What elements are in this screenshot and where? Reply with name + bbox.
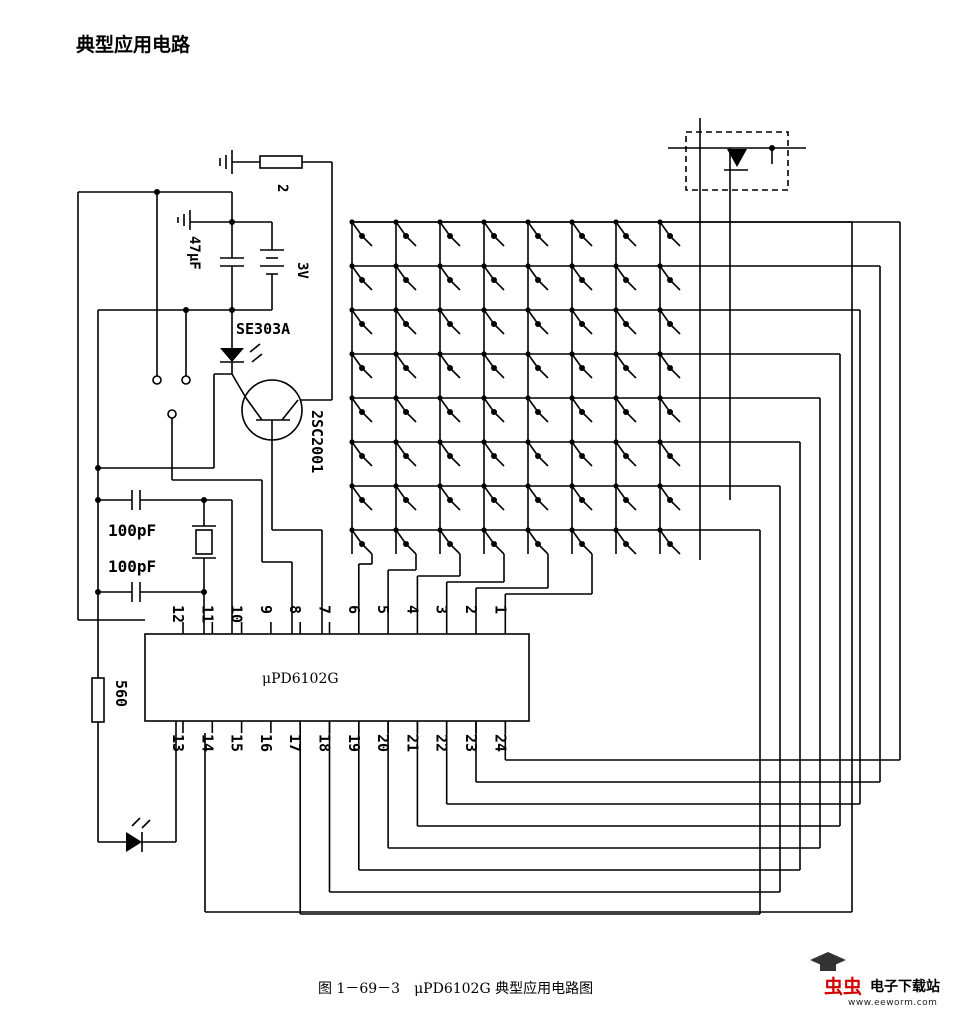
- ic-pin-label: 6: [345, 605, 363, 614]
- ic-pin-label: 15: [228, 734, 246, 752]
- watermark-url: www.eeworm.com: [848, 998, 938, 1008]
- ic-pin-label: 16: [257, 734, 275, 752]
- ic-pin-label: 19: [345, 734, 363, 752]
- figure-caption: 图 1－69－3 μPD6102G 典型应用电路图: [318, 981, 594, 997]
- ic-pin-label: 8: [286, 605, 304, 614]
- ic-pin-label: 3: [433, 605, 451, 614]
- keypad-matrix: [349, 219, 704, 555]
- keypad-routing: [204, 221, 901, 915]
- page-title: 典型应用电路: [76, 34, 191, 56]
- power-section: 2 47μF 3V: [77, 150, 333, 852]
- ic-bottom-pin-labels: 13 14 15 16 17 18 19 20 21 22 23 24: [169, 734, 509, 752]
- graduation-cap-icon: [810, 952, 846, 971]
- ic-pin-label: 14: [198, 734, 216, 752]
- resistor-2-label: 2: [274, 184, 290, 192]
- cap-100pf-a-label: 100pF: [108, 521, 156, 540]
- ic-pin-label: 22: [433, 734, 451, 752]
- resistor-2: [259, 155, 303, 169]
- transistor-label: 2SC2001: [308, 410, 326, 473]
- ic-pin-label: 4: [403, 605, 421, 614]
- ic-pin-label: 12: [169, 605, 187, 623]
- resistor-560-label: 560: [112, 680, 130, 707]
- ic-top-pin-labels: 12 11 10 9 8 7 6 5 4 3 2 1: [169, 605, 509, 623]
- ic-pin-label: 17: [286, 734, 304, 752]
- cap-47uf-label: 47μF: [186, 236, 202, 270]
- watermark-brand: 虫虫: [824, 976, 863, 998]
- ic-pin-label: 11: [198, 605, 216, 623]
- ic-label: μPD6102G: [262, 671, 339, 687]
- ic-pin-label: 20: [374, 734, 392, 752]
- ic-pin-label: 9: [257, 605, 275, 614]
- ic-pin-label: 23: [462, 734, 480, 752]
- battery-label: 3V: [294, 262, 310, 279]
- led-module-label: SE303A: [236, 320, 290, 338]
- crystal: [195, 529, 213, 555]
- ic-pin-label: 18: [316, 734, 334, 752]
- ic-pin-label: 13: [169, 734, 187, 752]
- ic-pin-label: 10: [228, 605, 246, 623]
- ic-pin-label: 24: [491, 734, 509, 752]
- ic-pin-label: 5: [374, 605, 392, 614]
- watermark-site: 电子下载站: [870, 979, 940, 995]
- diode-module: [668, 118, 806, 560]
- ic-pin-stubs: [182, 622, 507, 733]
- resistor-560: [91, 677, 105, 723]
- watermark: 虫虫 电子下载站 www.eeworm.com: [808, 946, 958, 1008]
- ic-pin-label: 1: [491, 605, 509, 614]
- ic-body: [144, 633, 530, 722]
- cap-100pf-b-label: 100pF: [108, 557, 156, 576]
- ic-pin-label: 21: [403, 734, 421, 752]
- ic-pin-label: 7: [316, 605, 334, 614]
- ic-pin-label: 2: [462, 605, 480, 614]
